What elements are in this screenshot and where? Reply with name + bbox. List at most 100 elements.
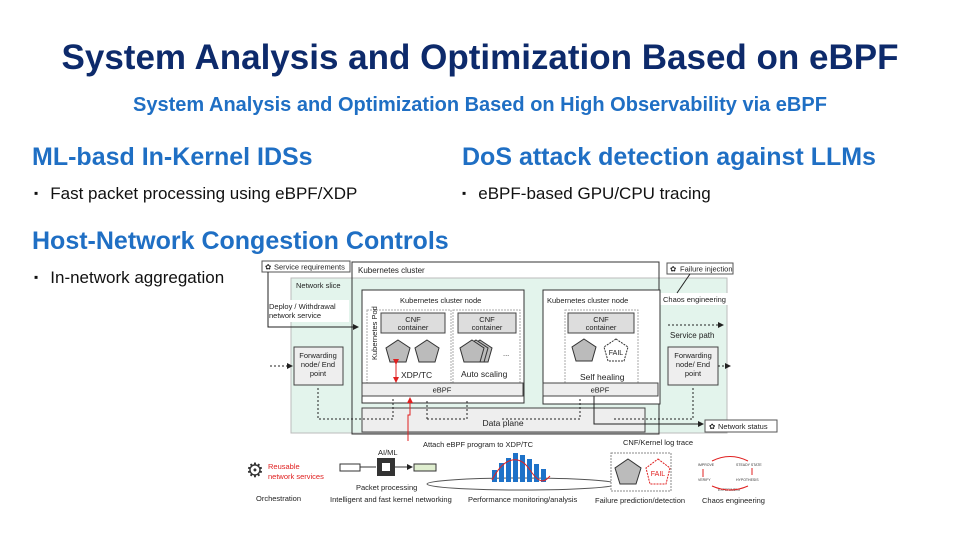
label-legend-chaos-engineering: Chaos engineering <box>702 496 765 505</box>
diagram-shape <box>267 272 359 330</box>
diagram-shape <box>459 339 485 363</box>
label-diagram-cnf-line1: CNF <box>479 315 495 324</box>
diagram-shape <box>534 464 539 482</box>
ebpf-bar-2 <box>542 382 659 397</box>
diagram-shape <box>702 456 753 491</box>
diagram-shape: ✿ <box>670 265 677 274</box>
label-diagram-network-slice: Network slice <box>296 281 341 290</box>
network-status-box <box>704 419 778 433</box>
label-legend-chaos-verify: VERIFY <box>698 478 711 482</box>
slide-title: System Analysis and Optimization Based o… <box>61 38 899 77</box>
diagram-shape <box>603 338 629 362</box>
diagram-shape <box>413 463 437 472</box>
label-diagram-kubernetes-pod: Kubernetes Pod <box>370 306 379 360</box>
label-diagram-deploy-line1: Deploy / Withdrawal <box>269 302 336 311</box>
label-diagram-ellipsis: ... <box>503 349 509 358</box>
label-diagram-fwd-line3: point <box>685 369 702 378</box>
diagram-shape <box>457 312 517 334</box>
diagram-shape <box>407 397 413 441</box>
label-legend-reusable-line2: network services <box>268 472 324 481</box>
diagram-shape <box>513 453 518 482</box>
label-diagram-cluster-node: Kubernetes cluster node <box>547 296 628 305</box>
label-legend-packet-processing: Packet processing <box>356 483 417 492</box>
label-diagram-deploy-line2: network service <box>269 311 321 320</box>
service-requirements-box <box>261 260 351 273</box>
label-diagram-auto-scaling: Auto scaling <box>461 369 508 379</box>
diagram-shape <box>353 263 658 277</box>
label-diagram-service-path: Service path <box>670 331 714 340</box>
gear-icon: ✿ <box>265 263 272 272</box>
diagram-shape <box>506 458 511 482</box>
label-diagram-ebpf: eBPF <box>433 386 452 395</box>
gear-icon: ⚙ <box>246 460 264 482</box>
label-diagram-fwd-line2: node/ End <box>301 360 335 369</box>
label-diagram-chaos-engineering: Chaos engineering <box>663 295 726 304</box>
label-diagram-cluster-node: Kubernetes cluster node <box>400 296 481 305</box>
diagram-shape <box>593 396 704 427</box>
diagram-shape: IMPROVE STEADY STATE VERIFY HYPOTHESIS E… <box>698 463 762 492</box>
failure-injection-box <box>666 262 734 275</box>
bullet-congestion: In-network aggregation <box>34 268 224 288</box>
diagram-shape <box>317 388 694 420</box>
diagram-shape <box>645 458 671 485</box>
label-diagram-self-healing: Self healing <box>580 372 625 382</box>
diagram-shape <box>339 463 361 472</box>
diagram-shape <box>667 346 719 386</box>
label-legend-chaos-improve: IMPROVE <box>698 463 715 467</box>
diagram-shape <box>614 458 642 485</box>
bullet-ml-ids: Fast packet processing using eBPF/XDP <box>34 184 357 204</box>
diagram-shape: ⚙ Reusable network services Orchestratio… <box>246 448 765 505</box>
diagram-shape: ✿ <box>709 422 716 431</box>
diagram-shape <box>491 459 551 482</box>
diagram-shape <box>660 293 736 305</box>
label-diagram-fwd-line1: Forwarding <box>299 351 337 360</box>
label-legend-kernel-networking: Intelligent and fast kernel networking <box>330 495 452 504</box>
label-legend-chaos-steady: STEADY STATE <box>736 463 762 467</box>
diagram-shape <box>267 300 349 322</box>
diagram-shape <box>567 312 635 334</box>
label-diagram-cnf-line1: CNF <box>405 315 421 324</box>
label-legend-aiml: AI/ML <box>378 448 398 457</box>
data-plane <box>361 407 646 433</box>
diagram-shape: Network slice Kubernetes cluster ✿ Servi… <box>261 260 778 449</box>
label-diagram-fwd-line2: node/ End <box>676 360 710 369</box>
label-diagram-cnf-line2: container <box>472 323 503 332</box>
diagram-shape <box>571 338 597 362</box>
label-legend-reusable-line1: Reusable <box>268 462 300 471</box>
label-diagram-network-status: Network status <box>718 422 768 431</box>
label-diagram-failure-injection: Failure injection <box>680 265 733 274</box>
label-legend-chaos-hypothesis: HYPOTHESIS <box>736 478 759 482</box>
label-diagram-data-plane: Data plane <box>482 418 523 428</box>
label-diagram-attach-ebpf: Attach eBPF program to XDP/TC <box>423 440 534 449</box>
diagram-shape <box>541 469 546 482</box>
heading-ml-ids: ML-basd In-Kernel IDSs <box>32 143 313 171</box>
label-legend-orchestration: Orchestration <box>256 494 301 503</box>
diagram-shape <box>382 463 390 471</box>
label-legend-failure-prediction: Failure prediction/detection <box>595 496 685 505</box>
label-diagram-service-requirements: Service requirements <box>274 263 345 272</box>
bullet-dos-llm: eBPF-based GPU/CPU tracing <box>462 184 710 204</box>
diagram-shape <box>293 346 344 386</box>
label-diagram-fwd-line3: point <box>310 369 327 378</box>
diagram-shape <box>414 339 440 363</box>
label-diagram-log-trace: CNF/Kernel log trace <box>623 438 693 447</box>
diagram-shape <box>676 273 691 294</box>
diagram-shape <box>520 455 525 482</box>
label-diagram-cnf-line1: CNF <box>593 315 609 324</box>
label-diagram-xdp-tc: XDP/TC <box>401 370 432 380</box>
ebpf-bar-1 <box>361 382 524 397</box>
label-diagram-cnf-line2: container <box>586 323 617 332</box>
label-legend-fail: FAIL <box>651 471 666 478</box>
diagram-shape <box>499 463 504 482</box>
label-diagram-fwd-line1: Forwarding <box>674 351 712 360</box>
label-diagram-cnf-line2: container <box>398 323 429 332</box>
label-diagram-fail: FAIL <box>609 350 624 357</box>
heading-dos-llm: DoS attack detection against LLMs <box>462 143 876 171</box>
diagram-shape <box>527 459 532 482</box>
diagram-shape <box>380 312 446 334</box>
label-diagram-ebpf: eBPF <box>591 386 610 395</box>
heading-congestion: Host-Network Congestion Controls <box>32 227 449 255</box>
slide-subtitle: System Analysis and Optimization Based o… <box>133 94 827 116</box>
label-diagram-kubernetes-cluster: Kubernetes cluster <box>358 266 425 275</box>
